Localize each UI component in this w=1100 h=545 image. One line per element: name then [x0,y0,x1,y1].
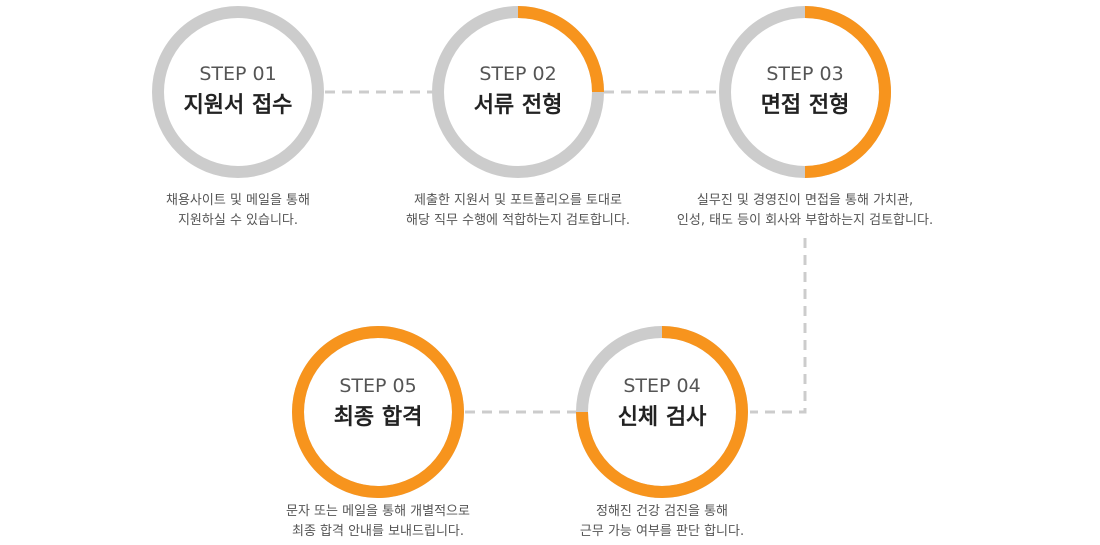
step-title: 면접 전형 [761,93,850,118]
progress-ring-track [152,6,324,178]
step-04-description: 정해진 건강 검진을 통해 근무 가능 여부를 판단 합니다. [502,502,822,542]
step-number: STEP 04 [623,375,700,397]
description-line: 실무진 및 경영진이 면접을 통해 가치관, [696,193,914,208]
step-03: STEP 03 면접 전형 [719,6,891,178]
step-02: STEP 02 서류 전형 [432,6,604,178]
step-title: 서류 전형 [474,93,563,118]
step-05-description: 문자 또는 메일을 통해 개별적으로 최종 합격 안내를 보내드립니다. [218,502,538,542]
description-line: 해당 직무 수행에 적합하는지 검토합니다. [406,213,630,228]
connector-step03-step04 [750,238,807,414]
step-01-description: 채용사이트 및 메일을 통해 지원하실 수 있습니다. [78,191,398,231]
description-line: 최종 합격 안내를 보내드립니다. [291,524,464,539]
step-title: 최종 합격 [334,404,423,430]
description-line: 인성, 태도 등이 회사와 부합하는지 검토합니다. [676,213,934,228]
step-number: STEP 05 [339,375,416,397]
step-03-description: 실무진 및 경영진이 면접을 통해 가치관, 인성, 태도 등이 회사와 부합하… [645,191,965,231]
step-number: STEP 03 [766,63,843,85]
step-02-description: 제출한 지원서 및 포트폴리오를 토대로 해당 직무 수행에 적합하는지 검토합… [358,191,678,231]
step-number: STEP 01 [199,63,276,85]
step-title: 지원서 접수 [184,93,293,118]
progress-ring-fill [517,6,604,93]
step-05: STEP 05 최종 합격 [292,326,464,499]
description-line: 채용사이트 및 메일을 통해 [166,193,310,208]
step-title: 신체 검사 [618,405,707,430]
step-number: STEP 02 [479,63,556,85]
description-line: 정해진 건강 검진을 통해 [596,504,728,519]
description-line: 제출한 지원서 및 포트폴리오를 토대로 [414,193,622,208]
progress-ring-fill [576,326,748,498]
progress-ring-fill [804,6,891,178]
step-01: STEP 01 지원서 접수 [152,6,324,178]
description-line: 문자 또는 메일을 통해 개별적으로 [286,504,470,519]
progress-ring-fill [292,326,464,499]
description-line: 지원하실 수 있습니다. [177,213,299,228]
description-line: 근무 가능 여부를 판단 합니다. [579,524,745,539]
step-04: STEP 04 신체 검사 [576,326,748,498]
